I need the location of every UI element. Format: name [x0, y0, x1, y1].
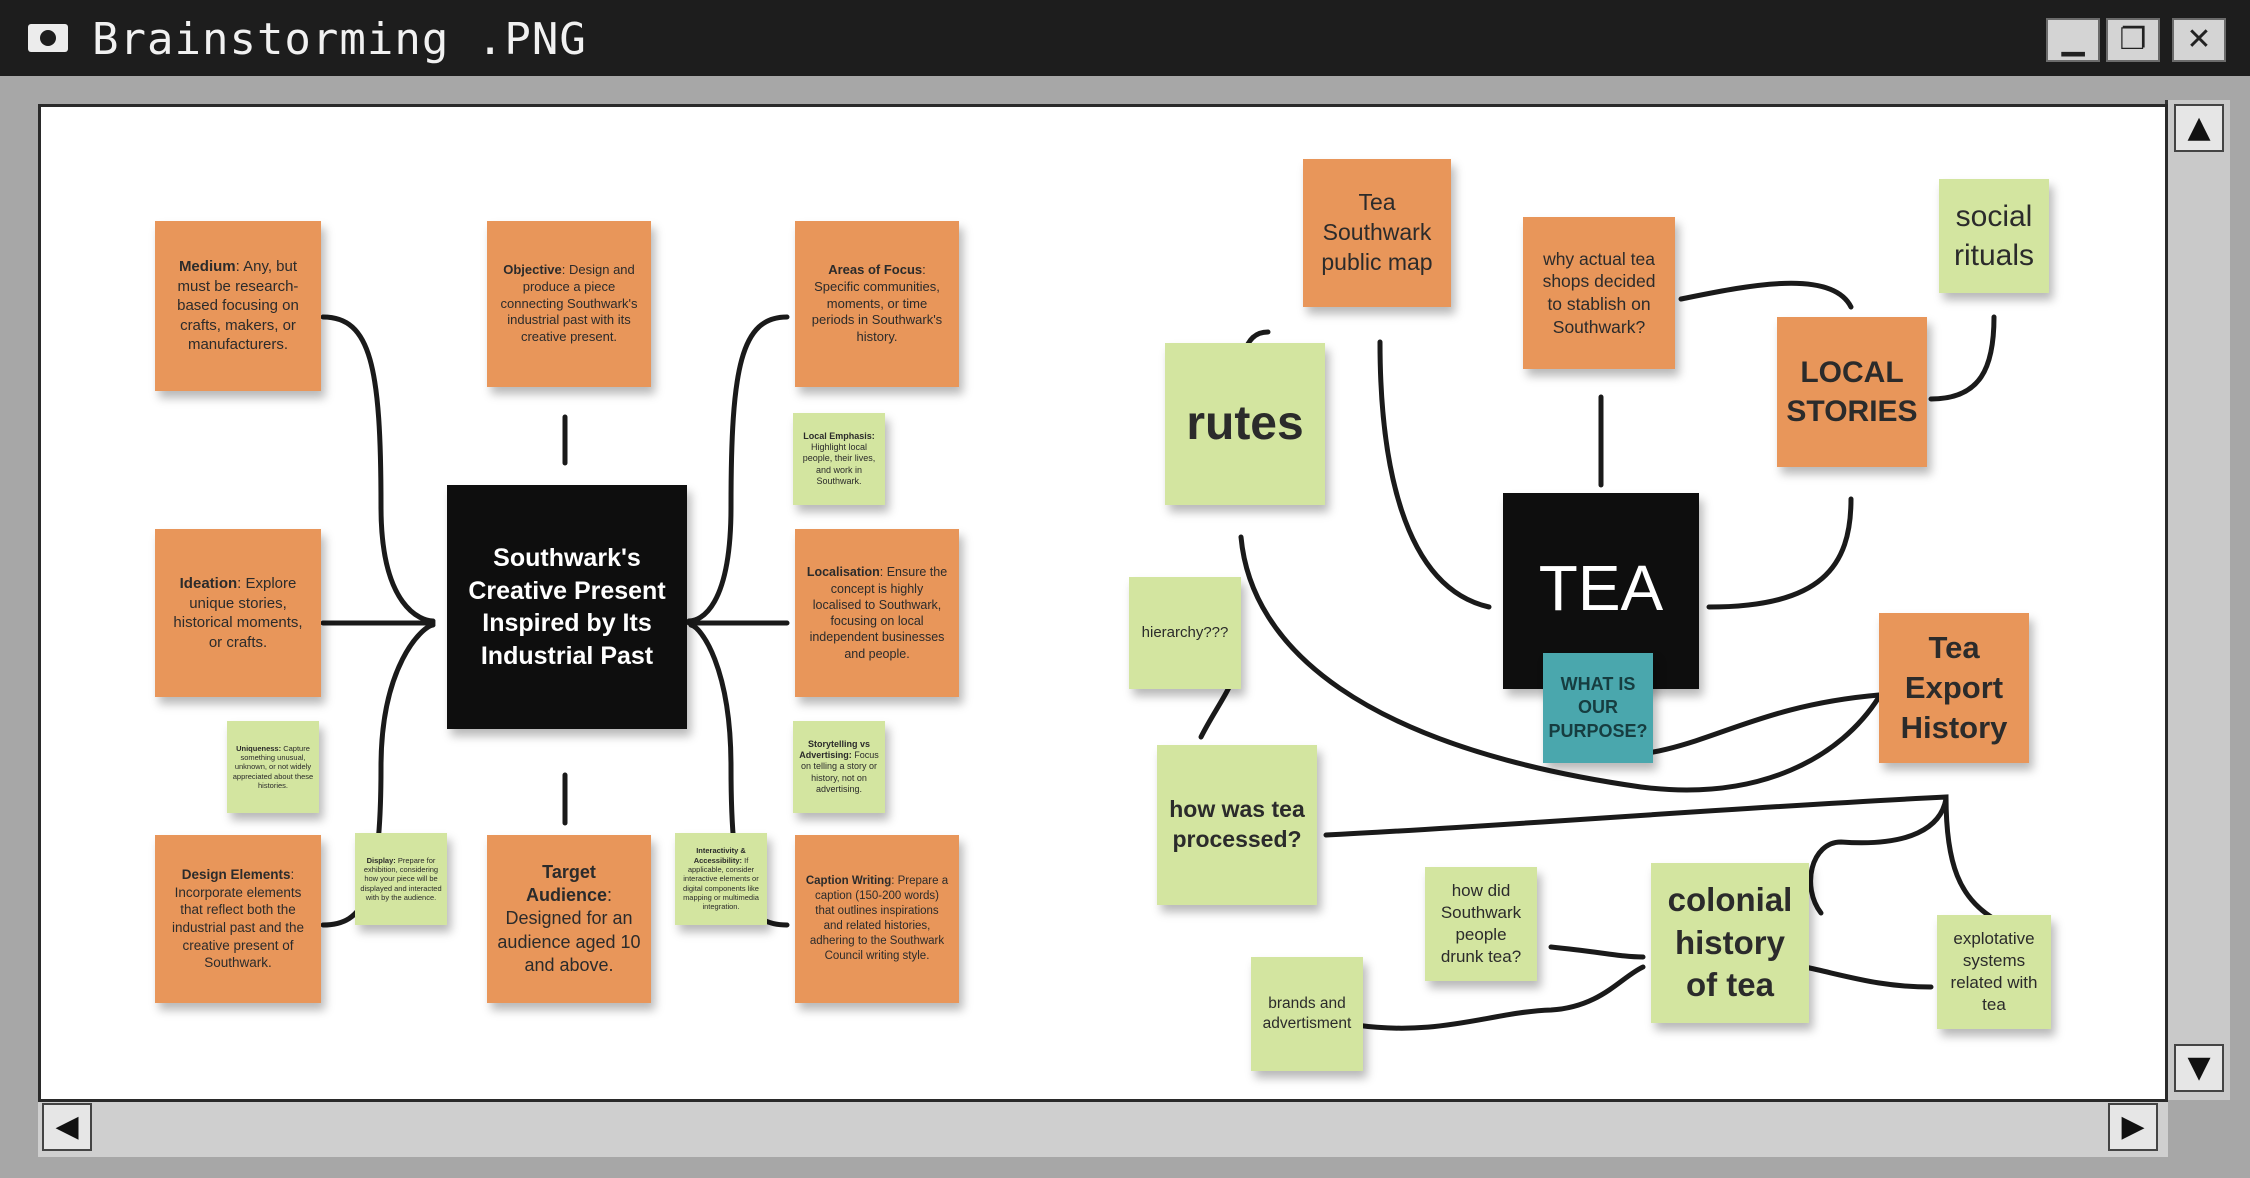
note-tea-export-history[interactable]: Tea Export History [1879, 613, 2029, 763]
note-center-topic[interactable]: Southwark's Creative Present Inspired by… [447, 485, 687, 729]
note-local-emphasis[interactable]: Local Emphasis: Highlight local people, … [793, 413, 885, 505]
note-southwark-drunk-tea[interactable]: how did Southwark people drunk tea? [1425, 867, 1537, 981]
note-tea-processed[interactable]: how was tea processed? [1157, 745, 1317, 905]
app-icon [28, 24, 68, 52]
minimize-button[interactable]: ▁ [2046, 18, 2100, 62]
note-localisation[interactable]: Localisation: Ensure the concept is high… [795, 529, 959, 697]
note-rutes[interactable]: rutes [1165, 343, 1325, 505]
title-bar[interactable]: Brainstorming .PNG ▁ ❐ ✕ [0, 0, 2250, 76]
note-brands-advertisement[interactable]: brands and advertisment [1251, 957, 1363, 1071]
connector [686, 314, 790, 624]
scroll-right-button[interactable]: ▶ [2108, 1103, 2158, 1151]
note-display[interactable]: Display: Prepare for exhibition, conside… [355, 833, 447, 925]
note-medium[interactable]: Medium: Any, but must be research-based … [155, 221, 321, 391]
note-uniqueness[interactable]: Uniqueness: Capture something unusual, u… [227, 721, 319, 813]
connector [1928, 314, 1997, 402]
window-title: Brainstorming .PNG [92, 14, 587, 65]
connector [1238, 534, 1882, 793]
note-hierarchy[interactable]: hierarchy??? [1129, 577, 1241, 689]
scroll-left-button[interactable]: ◀ [42, 1103, 92, 1151]
note-target-audience[interactable]: Target Audience: Designed for an audienc… [487, 835, 651, 1003]
connector [1323, 794, 1994, 920]
note-areas-of-focus[interactable]: Areas of Focus: Specific communities, mo… [795, 221, 959, 387]
note-ideation[interactable]: Ideation: Explore unique stories, histor… [155, 529, 321, 697]
connector [1353, 964, 1646, 1031]
note-storytelling[interactable]: Storytelling vs Advertising: Focus on te… [793, 721, 885, 813]
connector [1808, 796, 1949, 916]
connector [320, 314, 436, 624]
note-interactivity[interactable]: Interactivity & Accessibility: If applic… [675, 833, 767, 925]
maximize-button[interactable]: ❐ [2106, 18, 2160, 62]
vertical-scrollbar[interactable]: ▲ ▼ [2165, 100, 2230, 1100]
note-why-shops[interactable]: why actual tea shops decided to stablish… [1523, 217, 1675, 369]
image-canvas: Southwark's Creative Present Inspired by… [38, 104, 2168, 1102]
scroll-down-button[interactable]: ▼ [2174, 1044, 2224, 1092]
connector [1706, 496, 1854, 610]
note-purpose[interactable]: WHAT IS OUR PURPOSE? [1543, 653, 1653, 763]
note-tea-map[interactable]: Tea Southwark public map [1303, 159, 1451, 307]
horizontal-scrollbar[interactable]: ◀ ▶ [38, 1096, 2168, 1157]
connector [1377, 339, 1492, 610]
note-caption-writing[interactable]: Caption Writing: Prepare a caption (150-… [795, 835, 959, 1003]
note-colonial-history[interactable]: colonial history of tea [1651, 863, 1809, 1023]
note-label: Medium [178, 258, 236, 276]
close-button[interactable]: ✕ [2172, 18, 2226, 62]
note-center-text: Southwark's Creative Present Inspired by… [468, 544, 666, 670]
note-design-elements[interactable]: Design Elements: Incorporate elements th… [155, 835, 321, 1003]
connector [320, 622, 436, 928]
connector [1548, 944, 1646, 960]
scroll-up-button[interactable]: ▲ [2174, 104, 2224, 152]
note-objective[interactable]: Objective: Design and produce a piece co… [487, 221, 651, 387]
note-local-stories[interactable]: LOCAL STORIES [1777, 317, 1927, 467]
note-social-rituals[interactable]: social rituals [1939, 179, 2049, 293]
connector [1802, 964, 1934, 990]
note-exploitative-systems[interactable]: explotative systems related with tea [1937, 915, 2051, 1029]
connector [1678, 280, 1854, 310]
connector-lines [320, 280, 1997, 1031]
